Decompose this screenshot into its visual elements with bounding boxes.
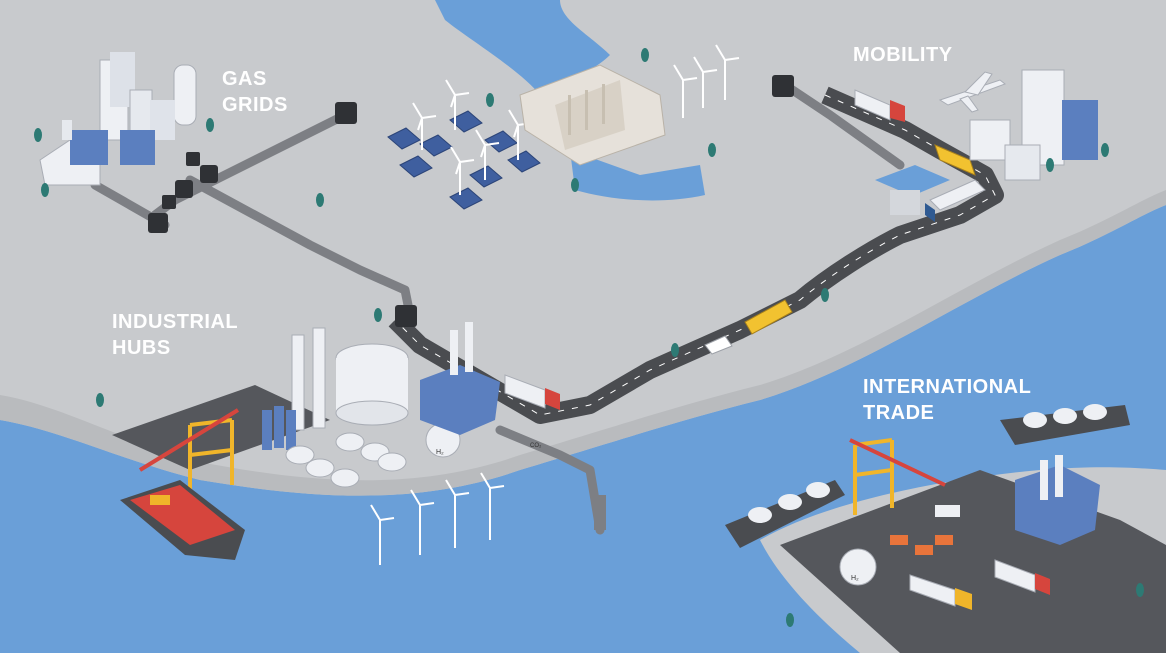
road xyxy=(388,86,1004,424)
international-trade-label-line2: TRADE xyxy=(863,402,935,424)
wind-turbine-icon xyxy=(370,472,505,565)
gas-tank-icon xyxy=(839,548,877,586)
pipeline-riser xyxy=(594,495,606,530)
cargo-containers xyxy=(890,505,960,555)
h2-mark-trade: H₂ xyxy=(851,575,859,582)
h2-mark-industrial: H₂ xyxy=(436,449,444,456)
mobility-label: MOBILITY xyxy=(853,42,953,68)
river-top xyxy=(435,0,610,95)
trade-refinery xyxy=(1015,455,1100,545)
gas-grids-buildings xyxy=(39,52,197,186)
gas-grids-label-line1: GAS xyxy=(222,68,267,90)
industrial-hubs-label: INDUSTRIAL HUBS xyxy=(112,309,238,361)
industrial-hubs-label-line1: INDUSTRIAL xyxy=(112,311,239,333)
ship-icon xyxy=(1000,404,1130,445)
gas-grids-label: GAS GRIDS xyxy=(222,66,288,118)
gas-grids-label-line2: GRIDS xyxy=(222,94,288,116)
mobility-buildings xyxy=(969,69,1098,181)
crane-icon xyxy=(849,438,946,515)
dam-reservoir xyxy=(570,150,705,201)
solar-panel-icon xyxy=(387,110,541,210)
airplane-icon xyxy=(938,71,1007,113)
mobility-label-line1: MOBILITY xyxy=(853,44,953,66)
ship-icon xyxy=(120,480,245,560)
co2-mark: CO₂ xyxy=(530,443,542,449)
international-trade-label: INTERNATIONAL TRADE xyxy=(863,374,1031,426)
dam-icon xyxy=(519,64,666,166)
crane-icon xyxy=(138,408,240,490)
industrial-hub xyxy=(262,322,500,488)
international-trade-label-line1: INTERNATIONAL xyxy=(863,376,1032,398)
fuel-station-icon xyxy=(875,165,950,215)
truck-icon xyxy=(909,559,1050,610)
wind-turbine-icon xyxy=(412,44,740,195)
truck-icon xyxy=(504,374,560,410)
truck-icon xyxy=(854,89,986,222)
pipeline-nodes xyxy=(148,75,794,327)
ship-icon xyxy=(725,480,845,548)
bus-icon xyxy=(744,144,976,335)
car-icon xyxy=(704,335,733,355)
industrial-hubs-label-line2: HUBS xyxy=(112,337,171,359)
gas-tank-icon xyxy=(285,432,407,488)
tree-icons xyxy=(34,48,1144,627)
